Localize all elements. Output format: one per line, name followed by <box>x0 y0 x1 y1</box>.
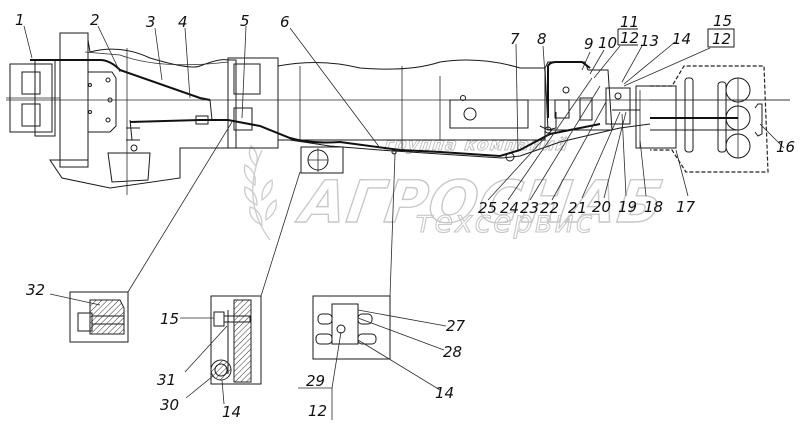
watermark: группа компаний АГРОСНАБ техсервис <box>243 135 669 241</box>
callouts: 1 2 3 4 5 6 7 8 9 10 11 12 13 14 15 12 1… <box>15 11 795 421</box>
gearbox-body <box>49 39 237 189</box>
callout-19: 19 <box>618 198 637 216</box>
callout-10: 10 <box>598 34 617 52</box>
callout-11-numerator: 11 <box>620 13 639 31</box>
callout-6: 6 <box>280 13 290 31</box>
detail-b-callout-30: 30 <box>160 396 179 414</box>
detail-b-callout-31: 31 <box>157 371 176 389</box>
valve-bracket <box>544 61 640 131</box>
callout-9: 9 <box>584 35 594 53</box>
callout-14: 14 <box>672 30 691 48</box>
tractor-assembly <box>6 32 790 195</box>
callout-22: 22 <box>540 199 559 217</box>
callout-7: 7 <box>510 30 520 48</box>
callout-23: 23 <box>520 199 539 217</box>
callout-17: 17 <box>676 198 696 216</box>
callout-15-numerator: 15 <box>713 12 732 30</box>
detail-view-a <box>49 121 233 343</box>
detail-b-callout-15: 15 <box>160 310 179 328</box>
callout-3: 3 <box>146 13 156 31</box>
callout-15-12: 15 12 <box>707 12 735 48</box>
detail-c-callout-28: 28 <box>443 343 462 361</box>
callout-13: 13 <box>640 32 659 50</box>
detail-c-callout-27: 27 <box>446 317 466 335</box>
callout-15-denominator: 12 <box>712 30 731 48</box>
detail-view-b <box>180 171 301 405</box>
leader-lines <box>23 25 785 201</box>
watermark-sub-text: техсервис <box>415 205 594 240</box>
callout-8: 8 <box>537 30 547 48</box>
wheat-logo-icon <box>243 144 277 241</box>
detail-c-callout-12: 12 <box>308 402 327 420</box>
transmission-housing <box>227 57 546 152</box>
callout-32: 32 <box>26 281 45 299</box>
detail-c-callout-29: 29 <box>306 372 325 390</box>
callout-20: 20 <box>592 198 611 216</box>
callout-4: 4 <box>178 13 188 31</box>
callout-24: 24 <box>500 199 519 217</box>
detail-c-callout-14: 14 <box>435 384 454 402</box>
reference-box <box>300 146 344 174</box>
side-cover <box>87 71 117 133</box>
callout-5: 5 <box>240 12 250 30</box>
watermark-main-text: АГРОСНАБ <box>293 168 668 236</box>
callout-18: 18 <box>644 198 663 216</box>
callout-16: 16 <box>776 138 795 156</box>
detail-view-c <box>298 153 447 420</box>
callout-25: 25 <box>478 199 497 217</box>
callout-21: 21 <box>568 199 587 217</box>
hydraulic-lines <box>30 59 651 162</box>
detail-b-callout-14: 14 <box>222 403 241 421</box>
bottom-plate <box>107 152 151 183</box>
callout-11-denominator: 12 <box>620 29 639 47</box>
callout-1: 1 <box>15 11 25 29</box>
front-flange <box>6 59 60 137</box>
callout-2: 2 <box>90 11 100 29</box>
callout-11-12: 11 12 <box>617 13 639 47</box>
rear-hitch-frame <box>635 65 790 173</box>
